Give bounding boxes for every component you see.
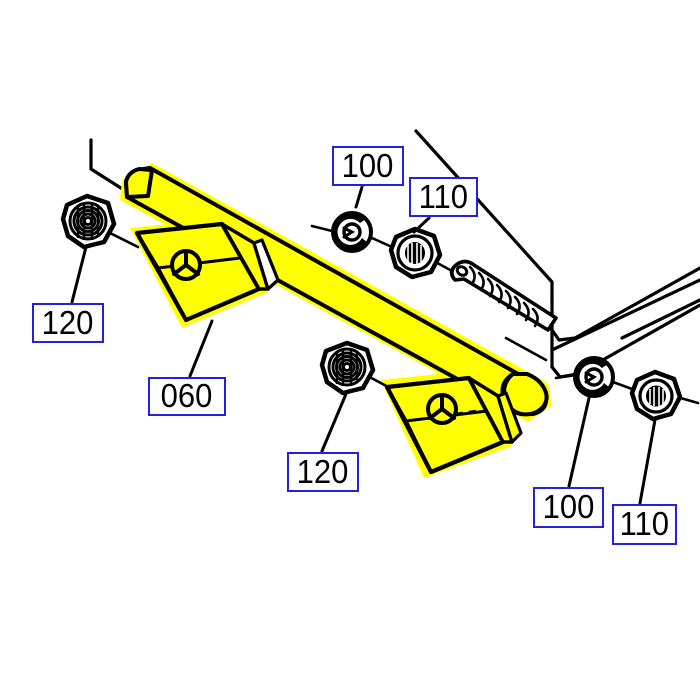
bracket-upper-hole bbox=[170, 249, 202, 281]
callout-110-bottom[interactable]: 110 bbox=[612, 504, 677, 545]
nut-120-lower-hatch bbox=[335, 350, 359, 386]
nut-110-lower-ring bbox=[638, 378, 674, 414]
leader-110-bottom bbox=[638, 418, 657, 505]
part-nut-120-upper bbox=[60, 193, 117, 250]
callout-120-mid-label: 120 bbox=[297, 452, 349, 490]
frame-edge-right-b bbox=[620, 298, 700, 340]
nut-120-lower-threads bbox=[327, 347, 367, 387]
leader-060 bbox=[188, 319, 214, 378]
leader-100-top bbox=[354, 185, 364, 209]
callout-leader-lines bbox=[70, 185, 657, 505]
nut-110-lower-bore bbox=[646, 385, 666, 407]
beam-left-nose bbox=[124, 167, 154, 199]
part-washer-100-lower bbox=[573, 356, 615, 398]
washer-100-upper-gap bbox=[342, 226, 356, 239]
leader-100-bottom bbox=[567, 396, 591, 488]
bracket-lower-tab bbox=[496, 391, 523, 444]
stud-tip bbox=[455, 265, 469, 277]
washer-100-lower-gap bbox=[584, 371, 598, 384]
bracket-lower-centerline bbox=[455, 409, 477, 416]
leader-120-mid bbox=[320, 392, 348, 453]
nut-110-lower-hatch bbox=[649, 387, 664, 406]
callout-100-bottom-label: 100 bbox=[542, 488, 595, 525]
callout-120-left-label: 120 bbox=[42, 303, 94, 341]
beam-top-edge bbox=[149, 166, 537, 386]
axis-nut120-to-bracket-upper bbox=[106, 230, 140, 249]
frame-vee-upper-right bbox=[550, 266, 700, 342]
callout-100-top[interactable]: 100 bbox=[332, 146, 404, 186]
part-beam-060 bbox=[124, 166, 549, 475]
axis-frame-to-washer-lower bbox=[504, 336, 548, 362]
nut-110-upper-hatch bbox=[407, 243, 422, 264]
axis-washer-to-nut-upper bbox=[370, 236, 394, 249]
callout-120-mid[interactable]: 120 bbox=[287, 452, 359, 492]
callout-110-bottom-label: 110 bbox=[619, 505, 670, 542]
part-threaded-stud-upper bbox=[449, 259, 558, 332]
bracket-upper-tab bbox=[252, 238, 280, 291]
bracket-lower-hole bbox=[426, 393, 458, 425]
callout-060-label: 060 bbox=[161, 377, 213, 414]
callout-060[interactable]: 060 bbox=[148, 377, 226, 416]
axis-left-of-washer-upper bbox=[310, 224, 334, 233]
part-nut-110-lower bbox=[629, 369, 683, 422]
callout-110-top-label: 110 bbox=[418, 177, 469, 215]
callout-110-top[interactable]: 110 bbox=[409, 177, 478, 217]
stud-body bbox=[449, 259, 558, 332]
nut-110-upper-bore bbox=[405, 242, 425, 264]
washer-100-upper-split bbox=[333, 213, 368, 252]
callout-120-left[interactable]: 120 bbox=[32, 303, 104, 343]
assembly-axis-lines bbox=[106, 224, 700, 405]
part-nut-110-upper bbox=[388, 226, 443, 280]
callout-100-bottom[interactable]: 100 bbox=[533, 487, 604, 528]
leader-120-left bbox=[70, 245, 88, 304]
nut-110-upper-ring bbox=[396, 234, 434, 272]
callout-100-top-label: 100 bbox=[342, 146, 394, 184]
stud-threads bbox=[468, 265, 539, 328]
frame-edge-right-a bbox=[550, 278, 700, 352]
axis-bracket-to-washer-lower bbox=[554, 373, 578, 380]
frame-corner-top-left bbox=[89, 138, 126, 192]
part-nut-120-lower bbox=[319, 340, 376, 396]
leader-110-top bbox=[412, 216, 431, 234]
part-washer-100-upper bbox=[331, 211, 373, 253]
nut-120-upper-hatch bbox=[76, 204, 100, 240]
washer-100-lower-split bbox=[575, 358, 610, 397]
axis-washer-to-nut-lower bbox=[611, 380, 634, 391]
